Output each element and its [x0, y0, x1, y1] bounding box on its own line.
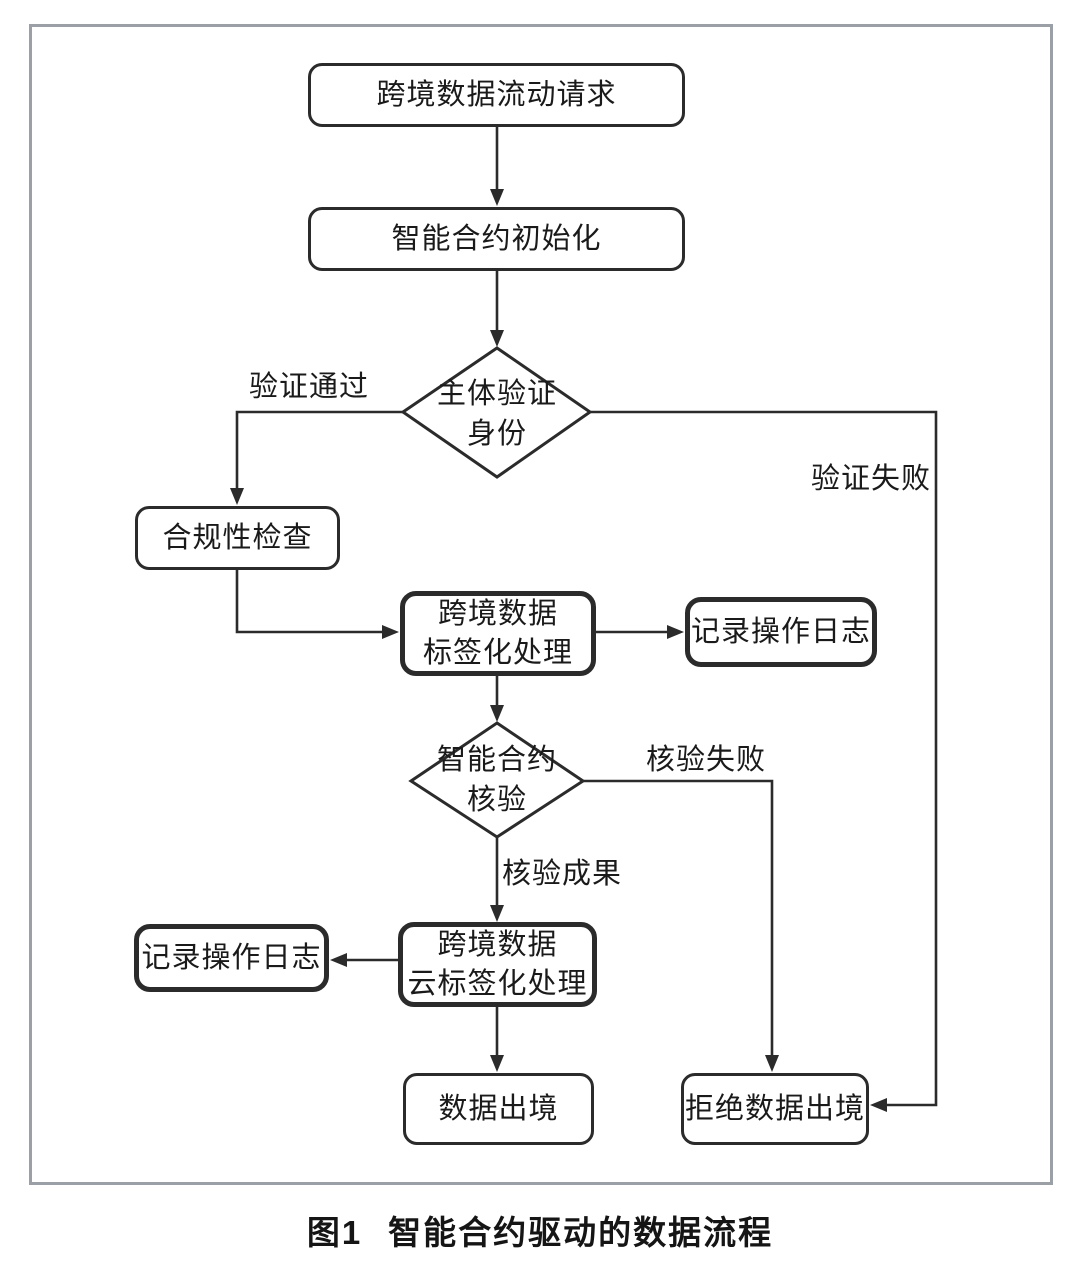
arrowhead [330, 953, 347, 967]
edge-verify-reject [583, 779, 774, 1058]
node-reject-export: 拒绝数据出境 [681, 1073, 869, 1145]
node-log-left: 记录操作日志 [134, 924, 329, 992]
node-request: 跨境数据流动请求 [308, 63, 685, 127]
arrowhead [382, 625, 399, 639]
caption-title: 智能合约驱动的数据流程 [388, 1214, 774, 1251]
edge-label-fail: 验证失败 [810, 463, 931, 495]
arrowhead [490, 905, 504, 922]
arrowhead [490, 330, 504, 347]
arrowhead [870, 1098, 887, 1112]
arrowhead [230, 488, 244, 505]
edge-identity-reject [590, 410, 938, 1107]
node-cloud-tagging: 跨境数据 云标签化处理 [398, 922, 597, 1007]
node-data-export: 数据出境 [403, 1073, 594, 1145]
node-identity-check: 主体验证 身份 [436, 378, 557, 450]
arrowhead [765, 1055, 779, 1072]
node-tagging: 跨境数据 标签化处理 [400, 591, 596, 676]
arrowhead [490, 705, 504, 722]
caption-number: 图1 [306, 1214, 363, 1251]
arrowhead [667, 625, 684, 639]
node-log-right: 记录操作日志 [685, 597, 877, 667]
edge-compliance-tagging [235, 570, 385, 634]
identity-diamond [400, 346, 593, 479]
figure-caption: 图1 智能合约驱动的数据流程 [0, 1206, 1080, 1254]
arrowhead [490, 189, 504, 206]
node-contract-verify: 智能合约 核验 [436, 744, 557, 816]
edge-label-verify-fail: 核验失败 [645, 744, 766, 776]
edge-label-pass: 验证通过 [248, 371, 369, 403]
node-compliance: 合规性检查 [135, 506, 340, 570]
edge-identity-compliance [235, 410, 403, 491]
node-init: 智能合约初始化 [308, 207, 685, 271]
arrowhead [490, 1055, 504, 1072]
edge-label-verify-success: 核验成果 [501, 858, 622, 890]
